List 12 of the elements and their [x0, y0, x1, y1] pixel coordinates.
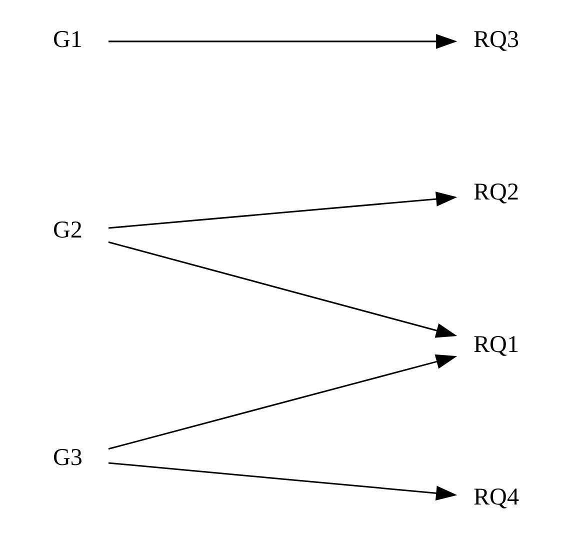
node-text: RQ2 [472, 178, 519, 206]
arrow [108, 462, 457, 501]
arrow [108, 34, 457, 49]
arrow [108, 241, 457, 338]
arrow [108, 354, 457, 450]
node-text: RQ4 [472, 483, 519, 510]
arrow [108, 192, 457, 229]
node-text: G3 [52, 444, 82, 472]
node-text: RQ3 [472, 26, 519, 54]
node-text: G2 [52, 216, 82, 244]
node-text: G1 [52, 26, 82, 54]
node-text: RQ1 [472, 330, 519, 358]
